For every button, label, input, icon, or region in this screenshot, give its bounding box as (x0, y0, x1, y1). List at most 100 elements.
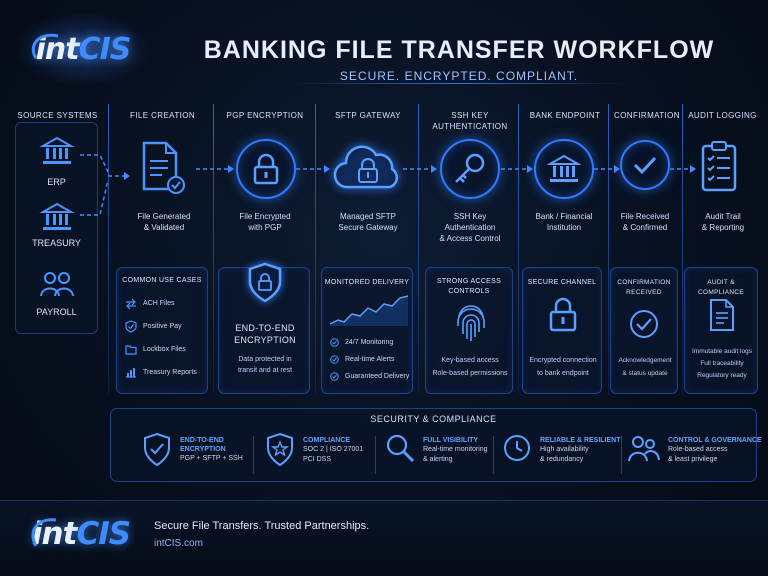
subtitle-underline (292, 83, 626, 84)
monitored-item-label: Real-time Alerts (345, 356, 395, 363)
card-use-cases-title: COMMON USE CASES (122, 277, 202, 284)
card-confirmation: CONFIRMATION RECEIVED Acknowledgement & … (610, 267, 678, 394)
card-e2e-title-line1: END-TO-END (235, 323, 295, 333)
check-circle-icon (330, 338, 339, 347)
card-audit-text-line1: Immutable audit logs (692, 348, 752, 355)
card-audit-text-line2: Full traceability (700, 360, 744, 367)
use-case-item: Lockbox Files (125, 338, 207, 361)
step-confirm-line1: File Received (620, 212, 670, 221)
card-e2e-text-line2: transit and at rest (237, 367, 293, 374)
step-creation-label: File Generated & Validated (118, 211, 210, 233)
logo-swoosh-icon (31, 518, 57, 547)
flow-arrow (296, 165, 330, 173)
confirm-icon-circle (620, 140, 670, 190)
security-compliance-panel (110, 408, 757, 482)
use-case-item: ACH Files (125, 292, 207, 315)
security-separator (375, 436, 376, 474)
security-item-desc: PGP + SFTP + SSH (180, 455, 243, 462)
card-access-title-line2: CONTROLS (448, 288, 490, 295)
clock-icon (504, 435, 530, 461)
step-sftp-line1: Managed SFTP (339, 212, 397, 221)
card-channel-text-line2: to bank endpoint (537, 370, 589, 377)
card-access-text-line1: Key-based access (441, 357, 499, 364)
use-case-item: Treasury Reports (125, 361, 207, 384)
card-e2e-encryption: END-TO-END ENCRYPTION Data protected in … (218, 262, 311, 394)
security-item: CONTROL & GOVERNANCE Role-based access &… (628, 432, 762, 466)
document-check-icon (142, 141, 185, 194)
col-head-creation: FILE CREATION (129, 111, 196, 120)
card-monitored-title: MONITORED DELIVERY (324, 279, 410, 286)
security-item: END-TO-END ENCRYPTION PGP + SFTP + SSH (142, 432, 243, 468)
security-item-desc: SOC 2 | ISO 27001 (303, 446, 364, 453)
card-confirm-text: Acknowledgement & status update (611, 354, 679, 380)
card-secure-channel: SECURE CHANNEL Encrypted connection to b… (522, 267, 602, 394)
step-creation-line2: & Validated (143, 223, 185, 232)
card-e2e-text-line1: Data protected in (238, 356, 292, 363)
monitored-list: 24/7 Monitoring Real-time Alerts Guarant… (330, 334, 409, 385)
chart-icon (126, 368, 136, 378)
col-head-ssh-line1: SSH KEY (451, 111, 489, 120)
security-item-desc: PCI DSS (303, 456, 332, 463)
logo-swoosh-icon (31, 33, 59, 59)
security-item-head: ENCRYPTION (180, 446, 226, 453)
security-title: SECURITY & COMPLIANCE (370, 414, 497, 424)
card-confirm-title-line2: RECEIVED (626, 289, 662, 296)
card-channel-title: SECURE CHANNEL (527, 279, 597, 286)
fingerprint-icon (457, 305, 485, 341)
card-audit-compliance: AUDIT & COMPLIANCE Immutable audit logs … (684, 267, 758, 394)
check-circle-icon (630, 310, 658, 338)
security-separator (493, 436, 494, 474)
card-audit-text: Immutable audit logs Full traceability R… (685, 346, 759, 382)
step-ssh-label: SSH Key Authentication & Access Control (420, 211, 520, 244)
card-e2e-title-line2: ENCRYPTION (234, 335, 296, 345)
flow-arrow (196, 165, 234, 173)
check-circle-icon (330, 372, 339, 381)
security-item-desc: & alerting (423, 456, 453, 463)
shield-check-icon (125, 320, 137, 333)
security-item: RELIABLE & RESILIENT High availability &… (502, 432, 621, 466)
cloud-lock-icon (333, 145, 399, 189)
sftp-icon-wrap (333, 141, 402, 198)
monitored-item: 24/7 Monitoring (330, 334, 409, 351)
security-item-desc: Real-time monitoring (423, 446, 488, 453)
step-sftp-line2: Secure Gateway (338, 223, 398, 232)
card-access-title-line1: STRONG ACCESS (436, 278, 502, 285)
step-bank-line2: Institution (546, 223, 582, 232)
column-divider (213, 104, 214, 394)
security-separator (253, 436, 254, 474)
card-use-cases: COMMON USE CASES ACH Files Positive Pay … (116, 267, 208, 394)
swap-arrows-icon (126, 298, 136, 309)
card-e2e-title: END-TO-END ENCRYPTION (219, 322, 311, 346)
step-bank-line1: Bank / Financial (535, 212, 593, 221)
step-ssh-line2: Authentication (444, 223, 496, 232)
footer-url-link[interactable]: intCIS.com (154, 538, 203, 549)
ssh-icon-circle (440, 139, 500, 199)
flow-arrow (670, 165, 696, 173)
step-confirm-label: File Received & Confirmed (608, 211, 682, 233)
card-strong-access: STRONG ACCESS CONTROLS Key-based access … (425, 267, 513, 394)
audit-icon-wrap (700, 140, 738, 197)
source-payroll-label: PAYROLL (36, 307, 77, 317)
magnifier-icon (386, 434, 415, 463)
security-item-head: COMPLIANCE (303, 437, 351, 444)
col-head-bank: BANK ENDPOINT (529, 111, 601, 120)
column-divider (608, 104, 609, 394)
card-confirm-title-line1: CONFIRMATION (617, 279, 671, 286)
card-monitored-delivery: MONITORED DELIVERY 24/7 Monitoring Real-… (321, 267, 413, 394)
padlock-icon (253, 153, 279, 185)
file-creation-icon-wrap (132, 137, 194, 199)
page-title: BANKING FILE TRANSFER WORKFLOW (203, 36, 715, 64)
users-icon (40, 272, 74, 297)
security-separator (621, 436, 622, 474)
use-case-label: Positive Pay (143, 323, 182, 330)
security-item-head: RELIABLE & RESILIENT (540, 437, 621, 444)
security-item-text: RELIABLE & RESILIENT High availability &… (540, 432, 621, 466)
security-item-text: END-TO-END ENCRYPTION PGP + SFTP + SSH (180, 432, 243, 468)
users-icon (628, 436, 660, 462)
col-head-source: SOURCE SYSTEMS (17, 111, 98, 120)
use-case-item: Positive Pay (125, 315, 207, 338)
col-head-ssh: SSH KEY AUTHENTICATION (420, 110, 520, 132)
security-item-desc: High availability (540, 446, 589, 453)
column-divider (108, 104, 109, 394)
card-confirm-title: CONFIRMATION RECEIVED (611, 278, 677, 298)
